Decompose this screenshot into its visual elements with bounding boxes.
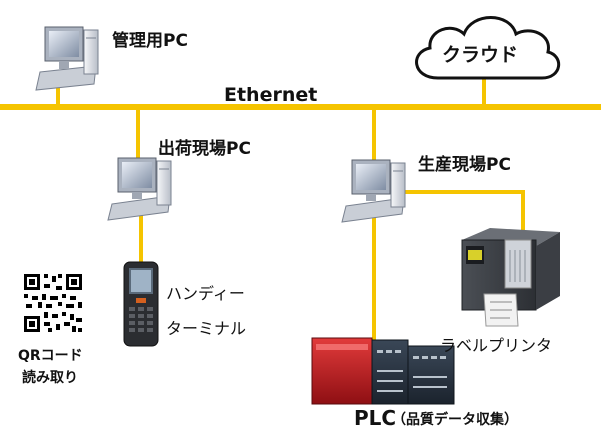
qr-code-icon xyxy=(22,272,84,334)
cloud-label: クラウド xyxy=(442,44,519,66)
cloud-icon xyxy=(415,16,560,80)
qr-label-line1: QRコード xyxy=(18,348,83,364)
admin-pc-icon xyxy=(35,26,99,91)
plc-label: PLC xyxy=(354,406,397,430)
label-printer-label: ラベルプリンタ xyxy=(440,336,553,355)
shipping-pc-icon xyxy=(107,157,172,221)
production-pc-icon xyxy=(341,159,406,223)
plc-sub-label: （品質データ収集） xyxy=(392,412,518,428)
production-to-printer xyxy=(391,190,525,234)
production-pc-label: 生産現場PC xyxy=(418,155,511,175)
shipping-pc-label: 出荷現場PC xyxy=(158,139,251,159)
plc-icon xyxy=(311,337,455,405)
label-printer-icon xyxy=(461,228,560,327)
handheld-label-line2: ターミナル xyxy=(166,319,247,338)
handheld-label-line1: ハンディー xyxy=(166,284,245,303)
ethernet-label: Ethernet xyxy=(224,84,318,106)
admin-pc-label: 管理用PC xyxy=(112,31,188,51)
handheld-terminal-icon xyxy=(123,261,159,347)
network-lines xyxy=(0,78,601,352)
qr-label-line2: 読み取り xyxy=(22,370,78,386)
